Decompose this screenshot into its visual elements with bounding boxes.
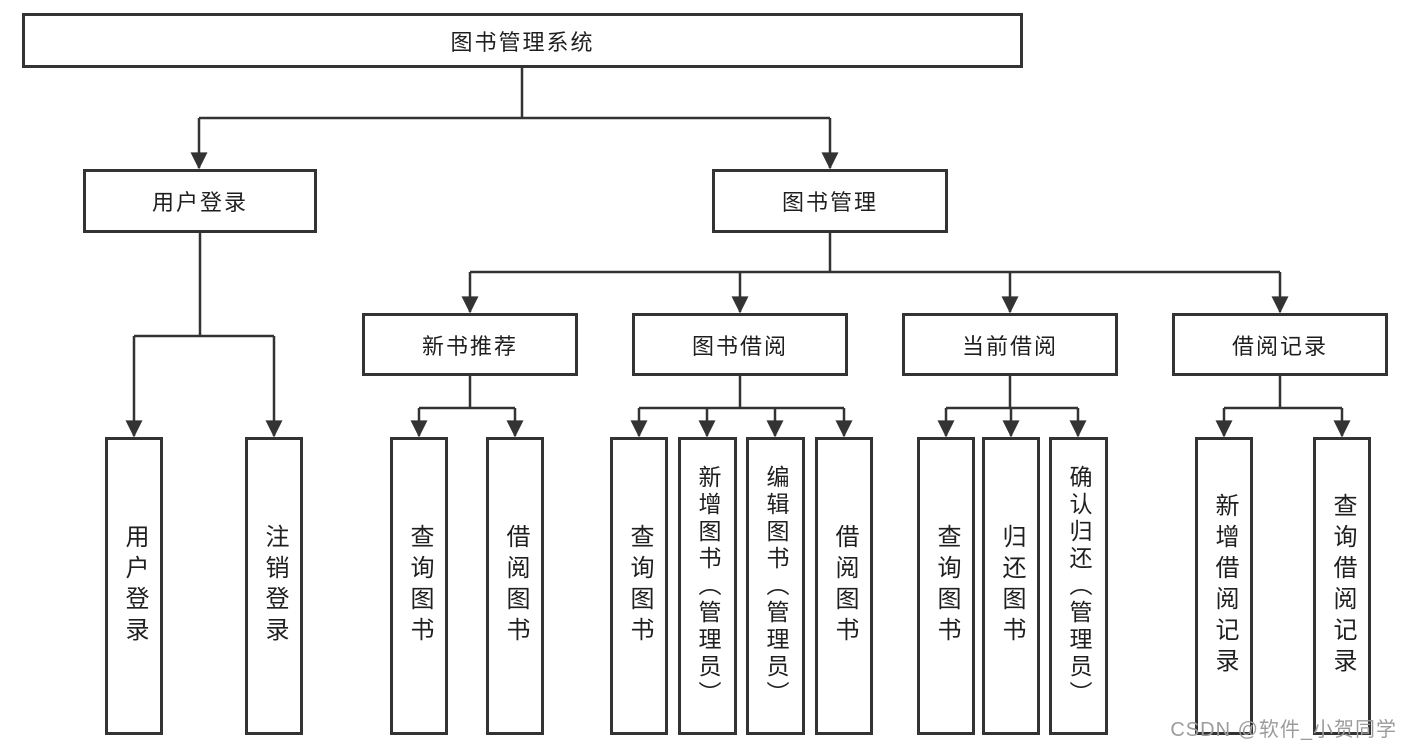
leaf-query-books-borrowing: 查询图书 xyxy=(610,437,668,735)
node-borrowing-records: 借阅记录 xyxy=(1172,313,1388,376)
leaf-add-borrow-record: 新增借阅记录 xyxy=(1195,437,1253,735)
node-book-management: 图书管理 xyxy=(712,169,948,233)
leaf-user-login: 用户登录 xyxy=(105,437,163,735)
node-current-borrowing: 当前借阅 xyxy=(902,313,1118,376)
node-new-book-recommendation: 新书推荐 xyxy=(362,313,578,376)
leaf-return-books: 归还图书 xyxy=(982,437,1040,735)
leaf-add-books-admin: 新增图书（管理员） xyxy=(678,437,737,735)
node-book-borrowing: 图书借阅 xyxy=(632,313,848,376)
leaf-borrow-books-recommend: 借阅图书 xyxy=(486,437,544,735)
leaf-logout: 注销登录 xyxy=(245,437,303,735)
leaf-confirm-return-admin: 确认归还（管理员） xyxy=(1049,437,1108,735)
node-root: 图书管理系统 xyxy=(22,13,1023,68)
leaf-query-books-recommend: 查询图书 xyxy=(390,437,448,735)
leaf-edit-books-admin: 编辑图书（管理员） xyxy=(746,437,805,735)
node-user-login: 用户登录 xyxy=(83,169,317,233)
leaf-query-books-current: 查询图书 xyxy=(917,437,975,735)
csdn-watermark: CSDN @软件_小贺同学 xyxy=(1170,719,1397,741)
leaf-borrow-books: 借阅图书 xyxy=(815,437,873,735)
leaf-query-borrow-record: 查询借阅记录 xyxy=(1313,437,1371,735)
